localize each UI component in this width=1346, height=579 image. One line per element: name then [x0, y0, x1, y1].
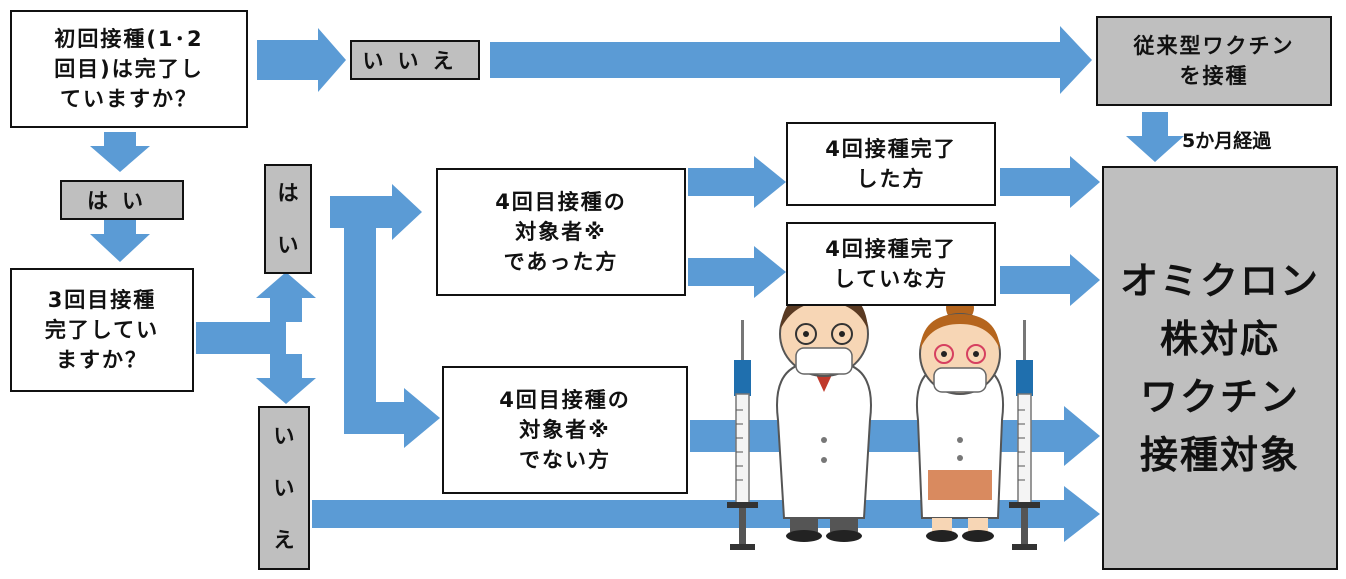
- arrow-initial-to-no: [257, 28, 346, 92]
- arrow-branch-vertical: [344, 196, 376, 422]
- arrow-eligible-to-done: [688, 156, 786, 208]
- label-yes-2: は い: [264, 164, 312, 274]
- arrow-no-to-conventional: [490, 26, 1092, 94]
- label-five-months: 5か月経過: [1182, 130, 1272, 152]
- arrow-no-to-omicron: [312, 486, 1100, 542]
- arrow-not-done-to-omicron: [1000, 254, 1100, 306]
- syringe-right-icon: [1009, 320, 1040, 550]
- group-not-eligible-4th-dose: 4回目接種の 対象者※ でない方: [442, 366, 688, 494]
- arrow-conventional-down: [1126, 112, 1184, 162]
- arrow-branch-to-eligible: [330, 184, 422, 240]
- arrow-third-right: [196, 322, 286, 354]
- question-third-dose: 3回目接種 完了してい ますか？: [10, 268, 194, 392]
- male-doctor-icon: [776, 288, 872, 542]
- arrow-eligible-to-not-done: [688, 246, 786, 298]
- arrow-initial-down: [90, 132, 150, 172]
- status-4th-dose-not-done: 4回接種完了 していな方: [786, 222, 996, 306]
- arrow-yes-down: [90, 220, 150, 262]
- status-4th-dose-done: 4回接種完了 した方: [786, 122, 996, 206]
- arrow-down-to-no: [256, 354, 316, 404]
- group-eligible-4th-dose: 4回目接種の 対象者※ であった方: [436, 168, 686, 296]
- syringe-left-icon: [727, 320, 758, 550]
- label-no-2: い い え: [258, 406, 310, 570]
- arrow-branch-to-not-eligible: [344, 388, 440, 448]
- label-no-1: いいえ: [350, 40, 480, 80]
- female-doctor-icon: [916, 294, 1004, 542]
- question-initial-doses: 初回接種(1･2 回目)は完了し ていますか？: [10, 10, 248, 128]
- arrow-done-to-omicron: [1000, 156, 1100, 208]
- arrow-up-to-yes: [256, 272, 316, 322]
- step-conventional-vaccine: 従来型ワクチン を接種: [1096, 16, 1332, 106]
- target-omicron-vaccine: オミクロン 株対応 ワクチン 接種対象: [1102, 166, 1338, 570]
- label-yes-1: はい: [60, 180, 184, 220]
